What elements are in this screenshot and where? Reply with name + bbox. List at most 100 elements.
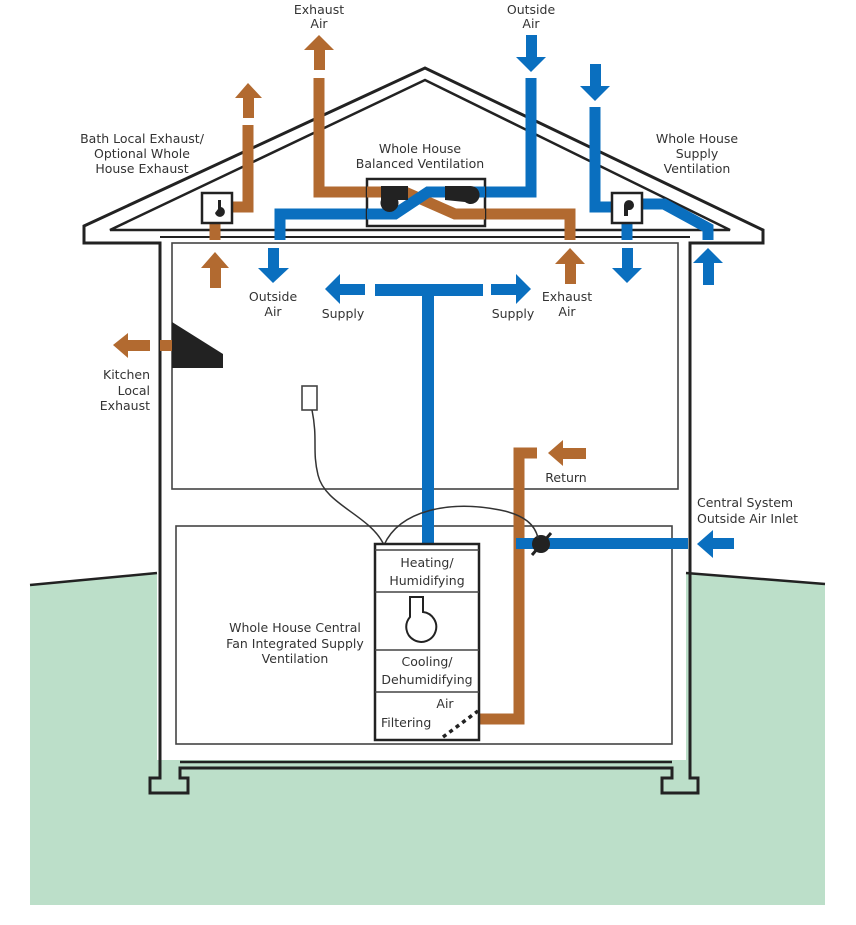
svg-text:House Exhaust: House Exhaust xyxy=(95,161,188,176)
label-exhaust-air-attic: Exhaust Air xyxy=(542,289,592,319)
supply-vent-arrow-down xyxy=(580,86,610,101)
supply-wall-arrow-up xyxy=(693,248,723,263)
kitchen-exhaust-arrow-shaft xyxy=(128,340,150,351)
return-duct xyxy=(479,447,537,725)
svg-text:Air: Air xyxy=(558,304,576,319)
supply-blower-icon xyxy=(445,185,480,204)
blower-fan-icon xyxy=(405,596,438,643)
svg-text:Whole House: Whole House xyxy=(379,141,462,156)
label-kitchen-exhaust: Kitchen Local Exhaust xyxy=(100,367,150,413)
ground xyxy=(686,573,825,905)
svg-text:Whole House Central: Whole House Central xyxy=(229,620,361,635)
supply-fan-icon xyxy=(624,200,634,216)
label-supply-right: Supply xyxy=(492,306,535,321)
exhaust-air-top-arrow xyxy=(304,35,334,50)
label-cooling-dehumidifying: Cooling/ Dehumidifying xyxy=(381,654,472,687)
svg-text:Air: Air xyxy=(264,304,282,319)
supply-fan-box xyxy=(610,191,644,225)
label-supply-ventilation: Whole House Supply Ventilation xyxy=(656,131,739,176)
svg-text:Outside Air Inlet: Outside Air Inlet xyxy=(697,511,798,526)
label-supply-left: Supply xyxy=(322,306,365,321)
supply-vent-duct xyxy=(589,107,612,213)
supply-right-arrow-shaft xyxy=(491,284,516,295)
svg-text:Ventilation: Ventilation xyxy=(262,651,329,666)
svg-text:Whole House: Whole House xyxy=(656,131,739,146)
svg-text:Outside: Outside xyxy=(249,289,298,304)
svg-text:Air: Air xyxy=(522,16,540,31)
supply-wall-arrow-shaft xyxy=(703,263,714,285)
svg-text:Kitchen: Kitchen xyxy=(103,367,150,382)
attic-exhaust-arrow-up xyxy=(555,248,585,264)
ground-line-right xyxy=(685,571,826,586)
roof-inner-line xyxy=(109,78,731,232)
outside-air-attic-arrow-shaft xyxy=(268,248,279,268)
ground-line-left xyxy=(29,571,158,587)
label-central-fan: Whole House Central Fan Integrated Suppl… xyxy=(226,620,364,666)
label-outside-air-top: Outside Air xyxy=(507,2,556,31)
bath-fan-box xyxy=(200,191,234,225)
supply-left-arrow-shaft xyxy=(340,284,365,295)
ground xyxy=(30,573,157,905)
svg-text:Humidifying: Humidifying xyxy=(389,573,464,588)
svg-text:Ventilation: Ventilation xyxy=(664,161,731,176)
return-arrow-shaft xyxy=(563,448,586,459)
svg-text:Fan Integrated Supply: Fan Integrated Supply xyxy=(226,636,364,651)
thermostat xyxy=(301,385,318,411)
svg-text:Filtering: Filtering xyxy=(381,715,431,730)
supply-right-arrow xyxy=(516,274,531,304)
svg-text:Air: Air xyxy=(310,16,328,31)
label-central-inlet: Central System Outside Air Inlet xyxy=(697,495,798,526)
air-handler xyxy=(373,542,481,742)
supply-vent-duct-right xyxy=(642,198,714,240)
label-air-filtering: Air Filtering xyxy=(381,696,454,730)
kitchen-exhaust-duct xyxy=(160,340,172,351)
bath-room-exhaust-arrow-up xyxy=(201,252,229,268)
kitchen-exhaust-arrow-left xyxy=(113,333,128,358)
bath-exhaust-arrow-shaft xyxy=(243,98,254,118)
svg-text:Bath Local Exhaust/: Bath Local Exhaust/ xyxy=(80,131,205,146)
central-inlet-arrow-shaft xyxy=(713,538,734,549)
outside-air-top-arrow xyxy=(516,57,546,72)
ground xyxy=(150,760,695,905)
supply-room-arrow-shaft xyxy=(622,248,633,268)
svg-text:Dehumidifying: Dehumidifying xyxy=(381,672,472,687)
central-inlet-arrow xyxy=(697,530,713,558)
bath-exhaust-arrow-up xyxy=(235,83,262,98)
thermostat-wire xyxy=(311,409,385,546)
return-arrow-left xyxy=(548,440,563,466)
attic-exhaust-arrow-shaft xyxy=(565,264,576,284)
svg-text:Exhaust: Exhaust xyxy=(294,2,344,17)
damper-blade xyxy=(530,532,553,556)
svg-text:Exhaust: Exhaust xyxy=(542,289,592,304)
label-return: Return xyxy=(545,470,586,485)
supply-left-arrow xyxy=(325,274,340,304)
bath-fan-icon xyxy=(215,200,225,217)
bath-exhaust-duct xyxy=(231,125,254,213)
supply-room-arrow-down xyxy=(612,268,642,283)
damper-control-wire xyxy=(383,505,539,546)
svg-text:Exhaust: Exhaust xyxy=(100,398,150,413)
svg-text:Air: Air xyxy=(436,696,454,711)
central-supply-riser xyxy=(422,284,434,546)
supply-vent-arrow-shaft xyxy=(590,64,601,86)
outside-air-attic-arrow xyxy=(258,268,289,283)
label-balanced-ventilation: Whole House Balanced Ventilation xyxy=(356,141,484,171)
central-supply-trunk xyxy=(375,284,483,296)
svg-text:Local: Local xyxy=(118,383,150,398)
outside-air-top-arrow-shaft xyxy=(526,35,537,57)
svg-text:Heating/: Heating/ xyxy=(400,555,454,570)
house-outer-wall xyxy=(82,66,765,795)
svg-text:Outside: Outside xyxy=(507,2,556,17)
label-exhaust-air-top: Exhaust Air xyxy=(294,2,344,31)
balanced-supply-duct xyxy=(480,78,537,198)
kitchen-range-hood xyxy=(172,322,223,368)
bath-room-exhaust-arrow-shaft xyxy=(210,268,221,288)
label-bath-exhaust: Bath Local Exhaust/ Optional Whole House… xyxy=(80,131,205,176)
central-inlet-duct xyxy=(516,538,688,549)
label-outside-air-attic: Outside Air xyxy=(249,289,298,319)
svg-text:Balanced Ventilation: Balanced Ventilation xyxy=(356,156,484,171)
svg-text:Supply: Supply xyxy=(676,146,719,161)
balanced-exhaust-duct xyxy=(313,78,380,198)
svg-text:Optional Whole: Optional Whole xyxy=(94,146,190,161)
